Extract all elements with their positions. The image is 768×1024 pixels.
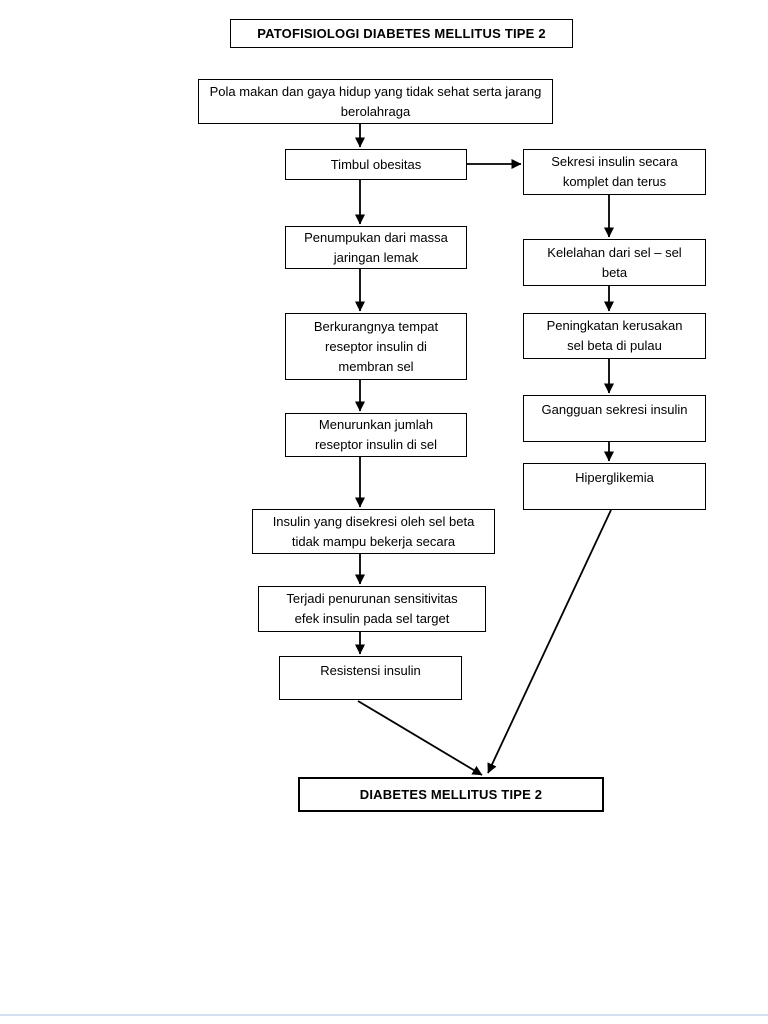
node-insulin-secretion: Sekresi insulin secara komplet dan terus — [523, 149, 706, 195]
node-receptor-decrease: Menurunkan jumlah reseptor insulin di se… — [285, 413, 467, 457]
node-hyperglycemia: Hiperglikemia — [523, 463, 706, 510]
node-obesity: Timbul obesitas — [285, 149, 467, 180]
node-lifestyle: Pola makan dan gaya hidup yang tidak seh… — [198, 79, 553, 124]
page-edge-line — [0, 1014, 768, 1016]
node-insulin-ineffective: Insulin yang disekresi oleh sel beta tid… — [252, 509, 495, 554]
node-fat-mass: Penumpukan dari massa jaringan lemak — [285, 226, 467, 269]
node-beta-cell-damage: Peningkatan kerusakan sel beta di pulau — [523, 313, 706, 359]
diagram-title: PATOFISIOLOGI DIABETES MELLITUS TIPE 2 — [230, 19, 573, 48]
node-sensitivity-drop: Terjadi penurunan sensitivitas efek insu… — [258, 586, 486, 632]
arrow-hyper-to-final — [487, 509, 612, 774]
node-insulin-resistance: Resistensi insulin — [279, 656, 462, 700]
arrow-resistance-to-final — [357, 700, 483, 776]
node-diabetes-mellitus-tipe-2: DIABETES MELLITUS TIPE 2 — [298, 777, 604, 812]
node-secretion-disorder: Gangguan sekresi insulin — [523, 395, 706, 442]
node-beta-cell-fatigue: Kelelahan dari sel – sel beta — [523, 239, 706, 286]
node-receptor-sites: Berkurangnya tempat reseptor insulin di … — [285, 313, 467, 380]
